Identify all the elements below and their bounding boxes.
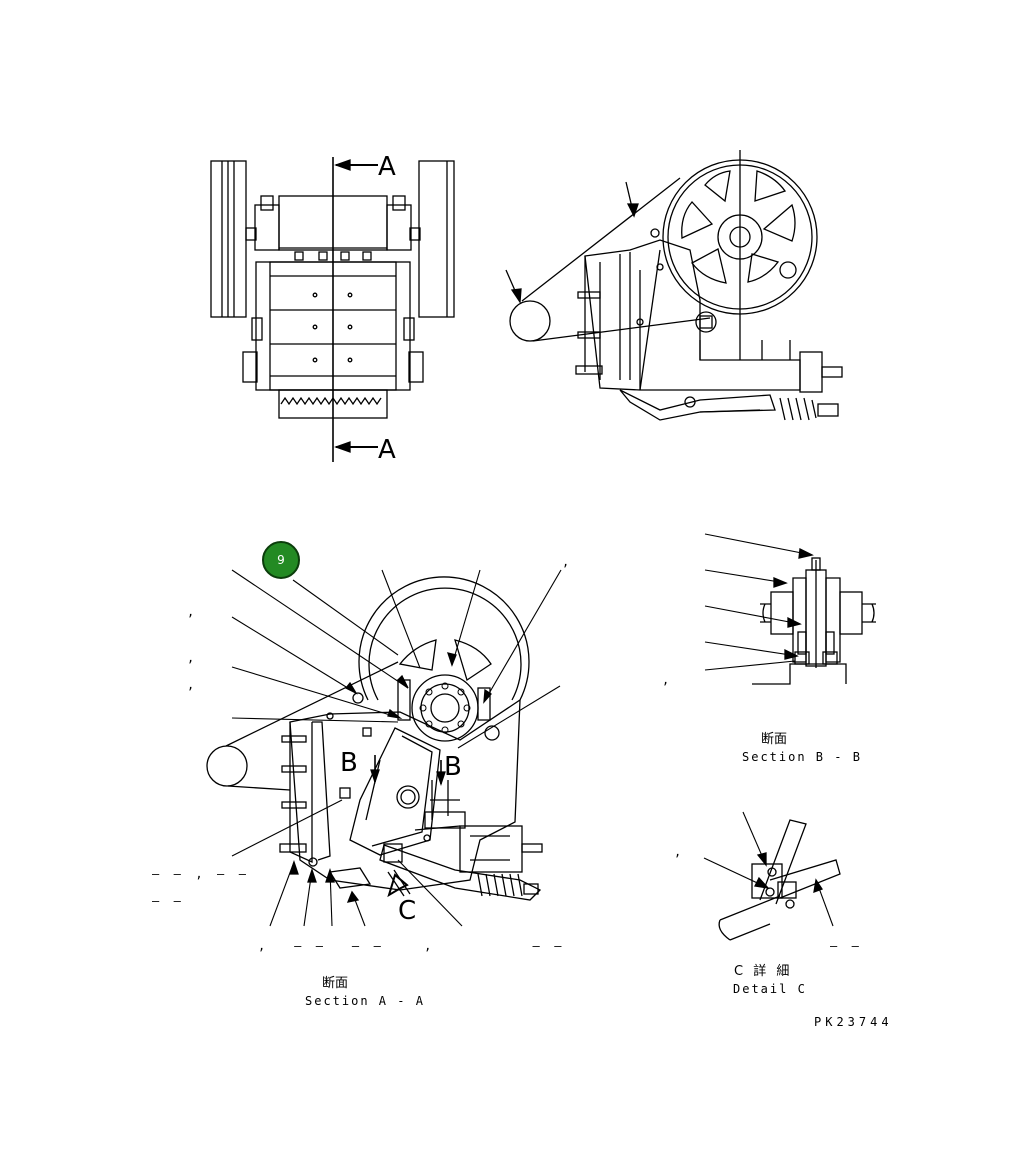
tick-mark: , (187, 651, 195, 665)
detail-c (703, 811, 841, 941)
callout-badge[interactable]: 9 (262, 541, 300, 579)
section-b-caption: Section B - B (742, 750, 862, 764)
section-b-label-right: B (444, 752, 462, 782)
section-a-caption-jp: 断面 (322, 976, 349, 991)
tick-mark: , – – – – , – – (258, 939, 562, 953)
detail-c-label: C (398, 896, 417, 926)
tick-mark: , (187, 678, 195, 692)
section-a-a (206, 569, 562, 927)
tick-mark: – – (152, 894, 181, 908)
tick-mark: – – , – – (152, 867, 246, 881)
section-cut-label-top: A (378, 152, 396, 182)
section-cut-label-bottom: A (378, 435, 396, 465)
side-view (505, 150, 843, 421)
top-view (210, 157, 455, 462)
detail-c-caption-jp: C 詳 細 (734, 964, 793, 979)
detail-c-caption: Detail C (733, 982, 807, 996)
section-b-b (704, 533, 876, 685)
section-a-caption: Section A - A (305, 994, 425, 1008)
drawing-number: PK23744 (814, 1015, 893, 1029)
tick-mark: , (662, 673, 670, 687)
section-b-caption-jp: 断面 (761, 732, 788, 747)
section-b-label-left: B (340, 748, 358, 778)
tick-mark: , (562, 555, 570, 569)
tick-mark: , (674, 845, 682, 859)
tick-mark: – – (830, 939, 859, 953)
tick-mark: , (187, 605, 195, 619)
